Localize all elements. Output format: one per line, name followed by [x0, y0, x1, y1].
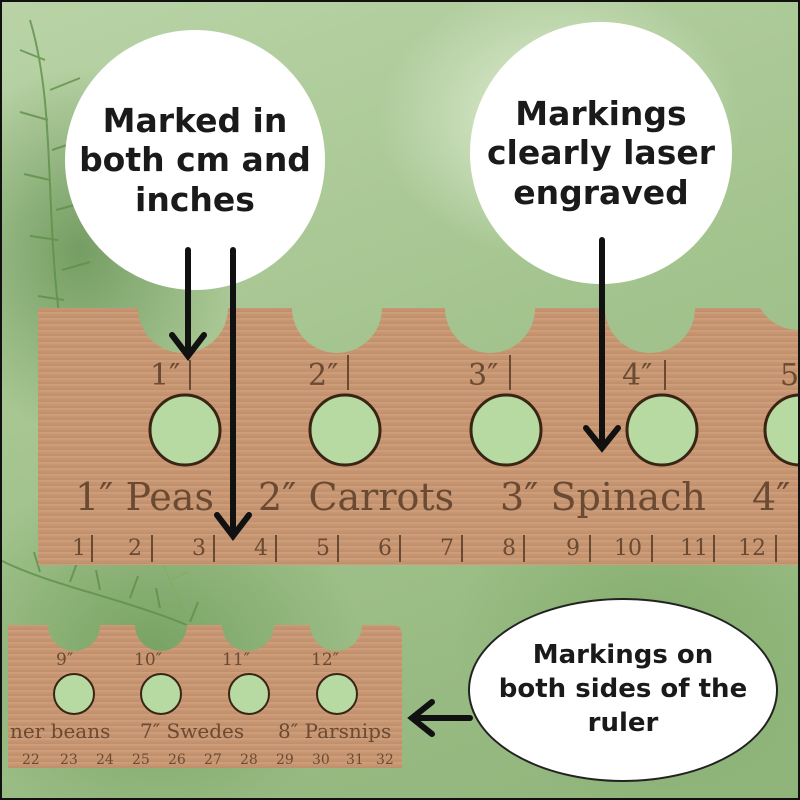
- cm-mark: 27: [204, 752, 222, 768]
- inch-mark: 5: [780, 358, 799, 393]
- cm-mark: 5: [316, 536, 330, 561]
- callout-text: Markings clearly laser engraved: [487, 93, 715, 212]
- hole: [469, 393, 543, 467]
- inch-mark: 10″: [134, 650, 162, 670]
- cm-mark: 23: [60, 752, 78, 768]
- hole: [53, 673, 95, 715]
- hole: [308, 393, 382, 467]
- hole: [763, 393, 800, 467]
- arrow-head: [407, 699, 435, 737]
- inch-mark: 12″: [311, 650, 339, 670]
- cm-mark: 9: [566, 536, 580, 561]
- hole: [140, 673, 182, 715]
- inch-mark: 1″: [150, 358, 180, 393]
- inch-mark: 3″: [468, 358, 498, 393]
- cm-mark: 10: [614, 536, 642, 561]
- hole: [625, 393, 699, 467]
- cm-mark: 26: [168, 752, 186, 768]
- callout-cm-inches: Marked in both cm and inches: [65, 30, 325, 290]
- hole: [148, 393, 222, 467]
- cm-mark: 4: [254, 536, 268, 561]
- cm-mark: 11: [680, 536, 708, 561]
- cm-mark: 22: [22, 752, 40, 768]
- arrow-head: [583, 425, 621, 453]
- cm-mark: 8: [502, 536, 516, 561]
- cm-mark: 28: [240, 752, 258, 768]
- cm-mark: 24: [96, 752, 114, 768]
- inch-mark: 9″: [56, 650, 73, 670]
- inch-mark: 11″: [222, 650, 250, 670]
- callout-both-sides: Markings on both sides of the ruler: [468, 598, 778, 782]
- seed-label: 1″ Peas: [75, 475, 214, 519]
- seed-label: ner beans: [10, 719, 110, 743]
- inch-mark: 4″: [622, 358, 652, 393]
- seed-label: 7″ Swedes: [140, 719, 244, 743]
- inch-mark: 2″: [308, 358, 338, 393]
- cm-mark: 31: [346, 752, 364, 768]
- cm-mark: 7: [440, 536, 454, 561]
- callout-text: Markings on both sides of the ruler: [498, 640, 748, 738]
- large-ruler-body: [38, 308, 800, 565]
- arrow-head: [214, 512, 252, 541]
- seed-label: 3″ Spinach: [500, 475, 706, 519]
- hole: [316, 673, 358, 715]
- cm-mark: 3: [192, 536, 206, 561]
- hole: [228, 673, 270, 715]
- cm-mark: 6: [378, 536, 392, 561]
- cm-mark: 30: [312, 752, 330, 768]
- seed-label: 2″ Carrots: [258, 475, 454, 519]
- cm-mark: 32: [376, 752, 394, 768]
- arrow-head: [169, 332, 207, 361]
- cm-mark: 12: [738, 536, 766, 561]
- cm-mark: 29: [276, 752, 294, 768]
- callout-text: Marked in both cm and inches: [79, 100, 311, 219]
- seed-label: 8″ Parsnips: [278, 719, 391, 743]
- small-ruler-body: [8, 625, 402, 768]
- cm-mark: 2: [128, 536, 142, 561]
- cm-mark: 25: [132, 752, 150, 768]
- cm-mark: 1: [72, 536, 86, 561]
- seed-label: 4″: [752, 475, 790, 519]
